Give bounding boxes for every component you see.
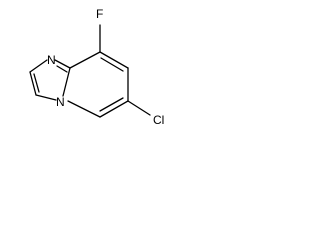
bond-n1-c2	[29, 59, 48, 73]
bond-n4-c8a	[62, 67, 71, 97]
bond-c8a-n1	[54, 59, 71, 69]
bond-c8a-c8	[69, 51, 101, 69]
bond-c8a-n1-inner	[56, 65, 68, 73]
atom-label-chlorine: Cl	[153, 113, 164, 127]
bond-c3-n4	[35, 94, 57, 101]
atom-label-fluorine: F	[96, 7, 103, 21]
bond-c5-n4	[67, 100, 101, 118]
atom-label-nitrogen-imidazole: N	[47, 53, 56, 67]
bond-c2-c3-inner	[33, 73, 40, 93]
bond-c6-cl	[127, 100, 151, 116]
bonds	[29, 24, 151, 118]
atom-label-nitrogen-bridgehead: N	[56, 95, 65, 109]
bond-c8-c7	[99, 51, 129, 69]
bond-c6-c5-inner	[99, 97, 124, 112]
bond-c6-c5	[99, 100, 129, 118]
bond-c8-c7-inner	[100, 57, 124, 72]
structure-canvas: F N N Cl	[29, 7, 164, 127]
bond-c2-c3	[29, 71, 37, 96]
atom-labels: F N N Cl	[47, 7, 164, 127]
